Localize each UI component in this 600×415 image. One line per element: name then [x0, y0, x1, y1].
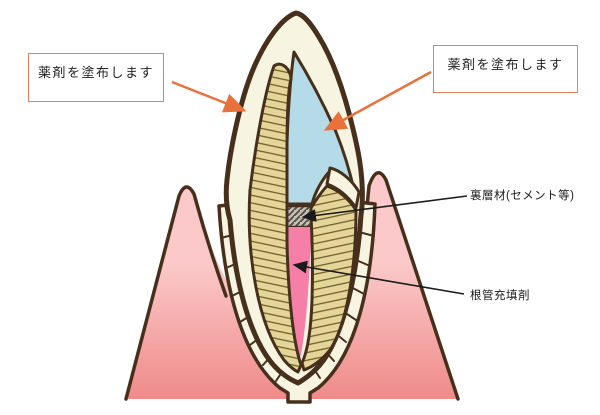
callout-left-label: 薬剤を塗布します [37, 65, 154, 80]
arrow-lining [301, 195, 468, 222]
callout-right-label: 薬剤を塗布します [447, 57, 564, 72]
arrow-medication-right [323, 70, 432, 131]
lining-label: 裏層材(セメント等) [470, 190, 575, 202]
arrow-medication-left [171, 80, 247, 113]
dentin-left-shape [247, 62, 303, 374]
callout-box-right: 薬剤を塗布します [433, 45, 578, 93]
gum-outline-left [124, 185, 228, 401]
callout-box-left: 薬剤を塗布します [28, 53, 164, 102]
arrow-root-filling [292, 260, 465, 295]
root-filling-label: 根管充填剤 [470, 290, 530, 302]
dentin-right-cap-shape [325, 166, 361, 210]
